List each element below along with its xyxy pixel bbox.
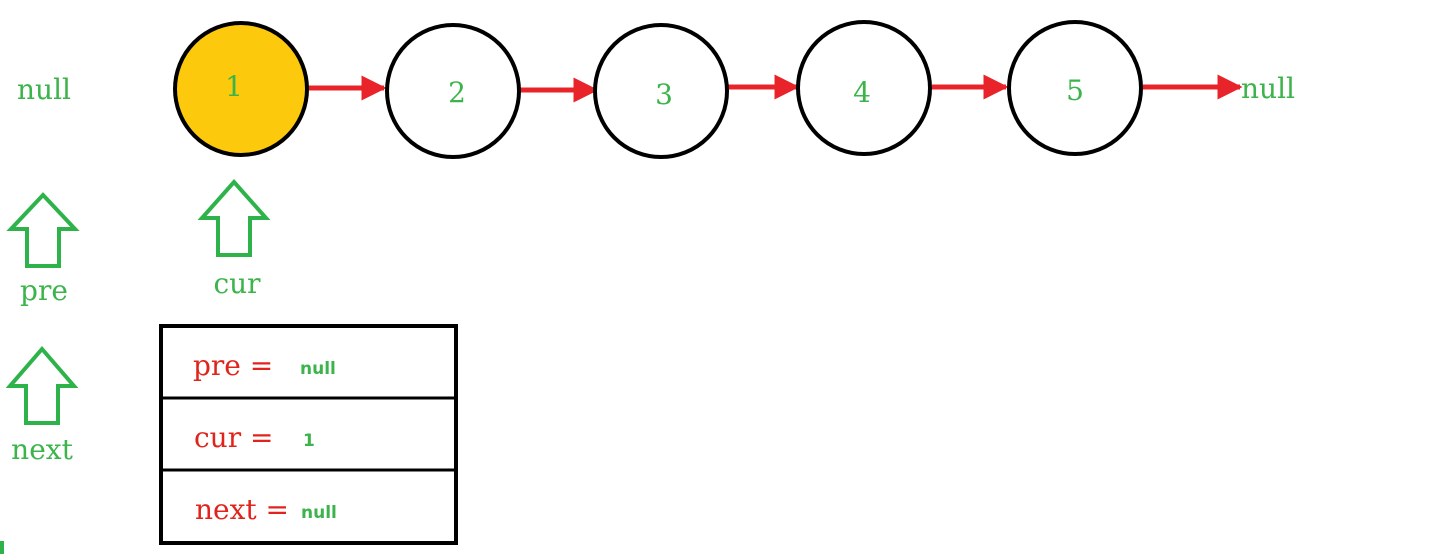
state-row-next: next = null [195, 493, 337, 526]
corner-mark [0, 541, 4, 554]
node-label: 1 [225, 70, 243, 103]
state-value-cur: 1 [303, 431, 315, 451]
list-node-3: 3 [593, 23, 729, 159]
state-key-cur: cur = [194, 421, 273, 454]
state-value-next: null [301, 503, 337, 523]
node-label: 5 [1066, 74, 1084, 107]
next-pointer: next [5, 345, 79, 466]
state-key-pre: pre = [193, 349, 273, 382]
list-node-4: 4 [796, 20, 932, 156]
head-null-label: null [17, 73, 71, 106]
node-label: 2 [448, 76, 466, 109]
pre-pointer: pre [6, 192, 80, 307]
cur-up-arrow-icon [197, 178, 271, 257]
state-value-pre: null [300, 359, 336, 379]
state-table: pre = null cur = 1 next = null [159, 324, 458, 545]
cur-pointer-label: cur [213, 267, 261, 300]
list-node-2: 2 [385, 23, 521, 159]
next-link-arrows [307, 74, 1243, 103]
list-node-1: 1 [173, 21, 309, 157]
node-label: 4 [853, 76, 871, 109]
state-row-pre: pre = null [193, 349, 336, 382]
pre-up-arrow-icon [6, 192, 80, 268]
state-row-cur: cur = 1 [194, 421, 315, 454]
state-key-next: next = [195, 493, 289, 526]
cur-pointer: cur [197, 178, 271, 300]
tail-null-label: null [1241, 72, 1295, 105]
list-node-5: 5 [1007, 20, 1143, 156]
list-nodes: 1 2 3 4 5 [173, 20, 1143, 159]
next-up-arrow-icon [5, 345, 79, 425]
pre-pointer-label: pre [20, 274, 68, 307]
state-table-border [159, 324, 458, 545]
node-label: 3 [655, 78, 673, 111]
next-pointer-label: next [11, 433, 73, 466]
